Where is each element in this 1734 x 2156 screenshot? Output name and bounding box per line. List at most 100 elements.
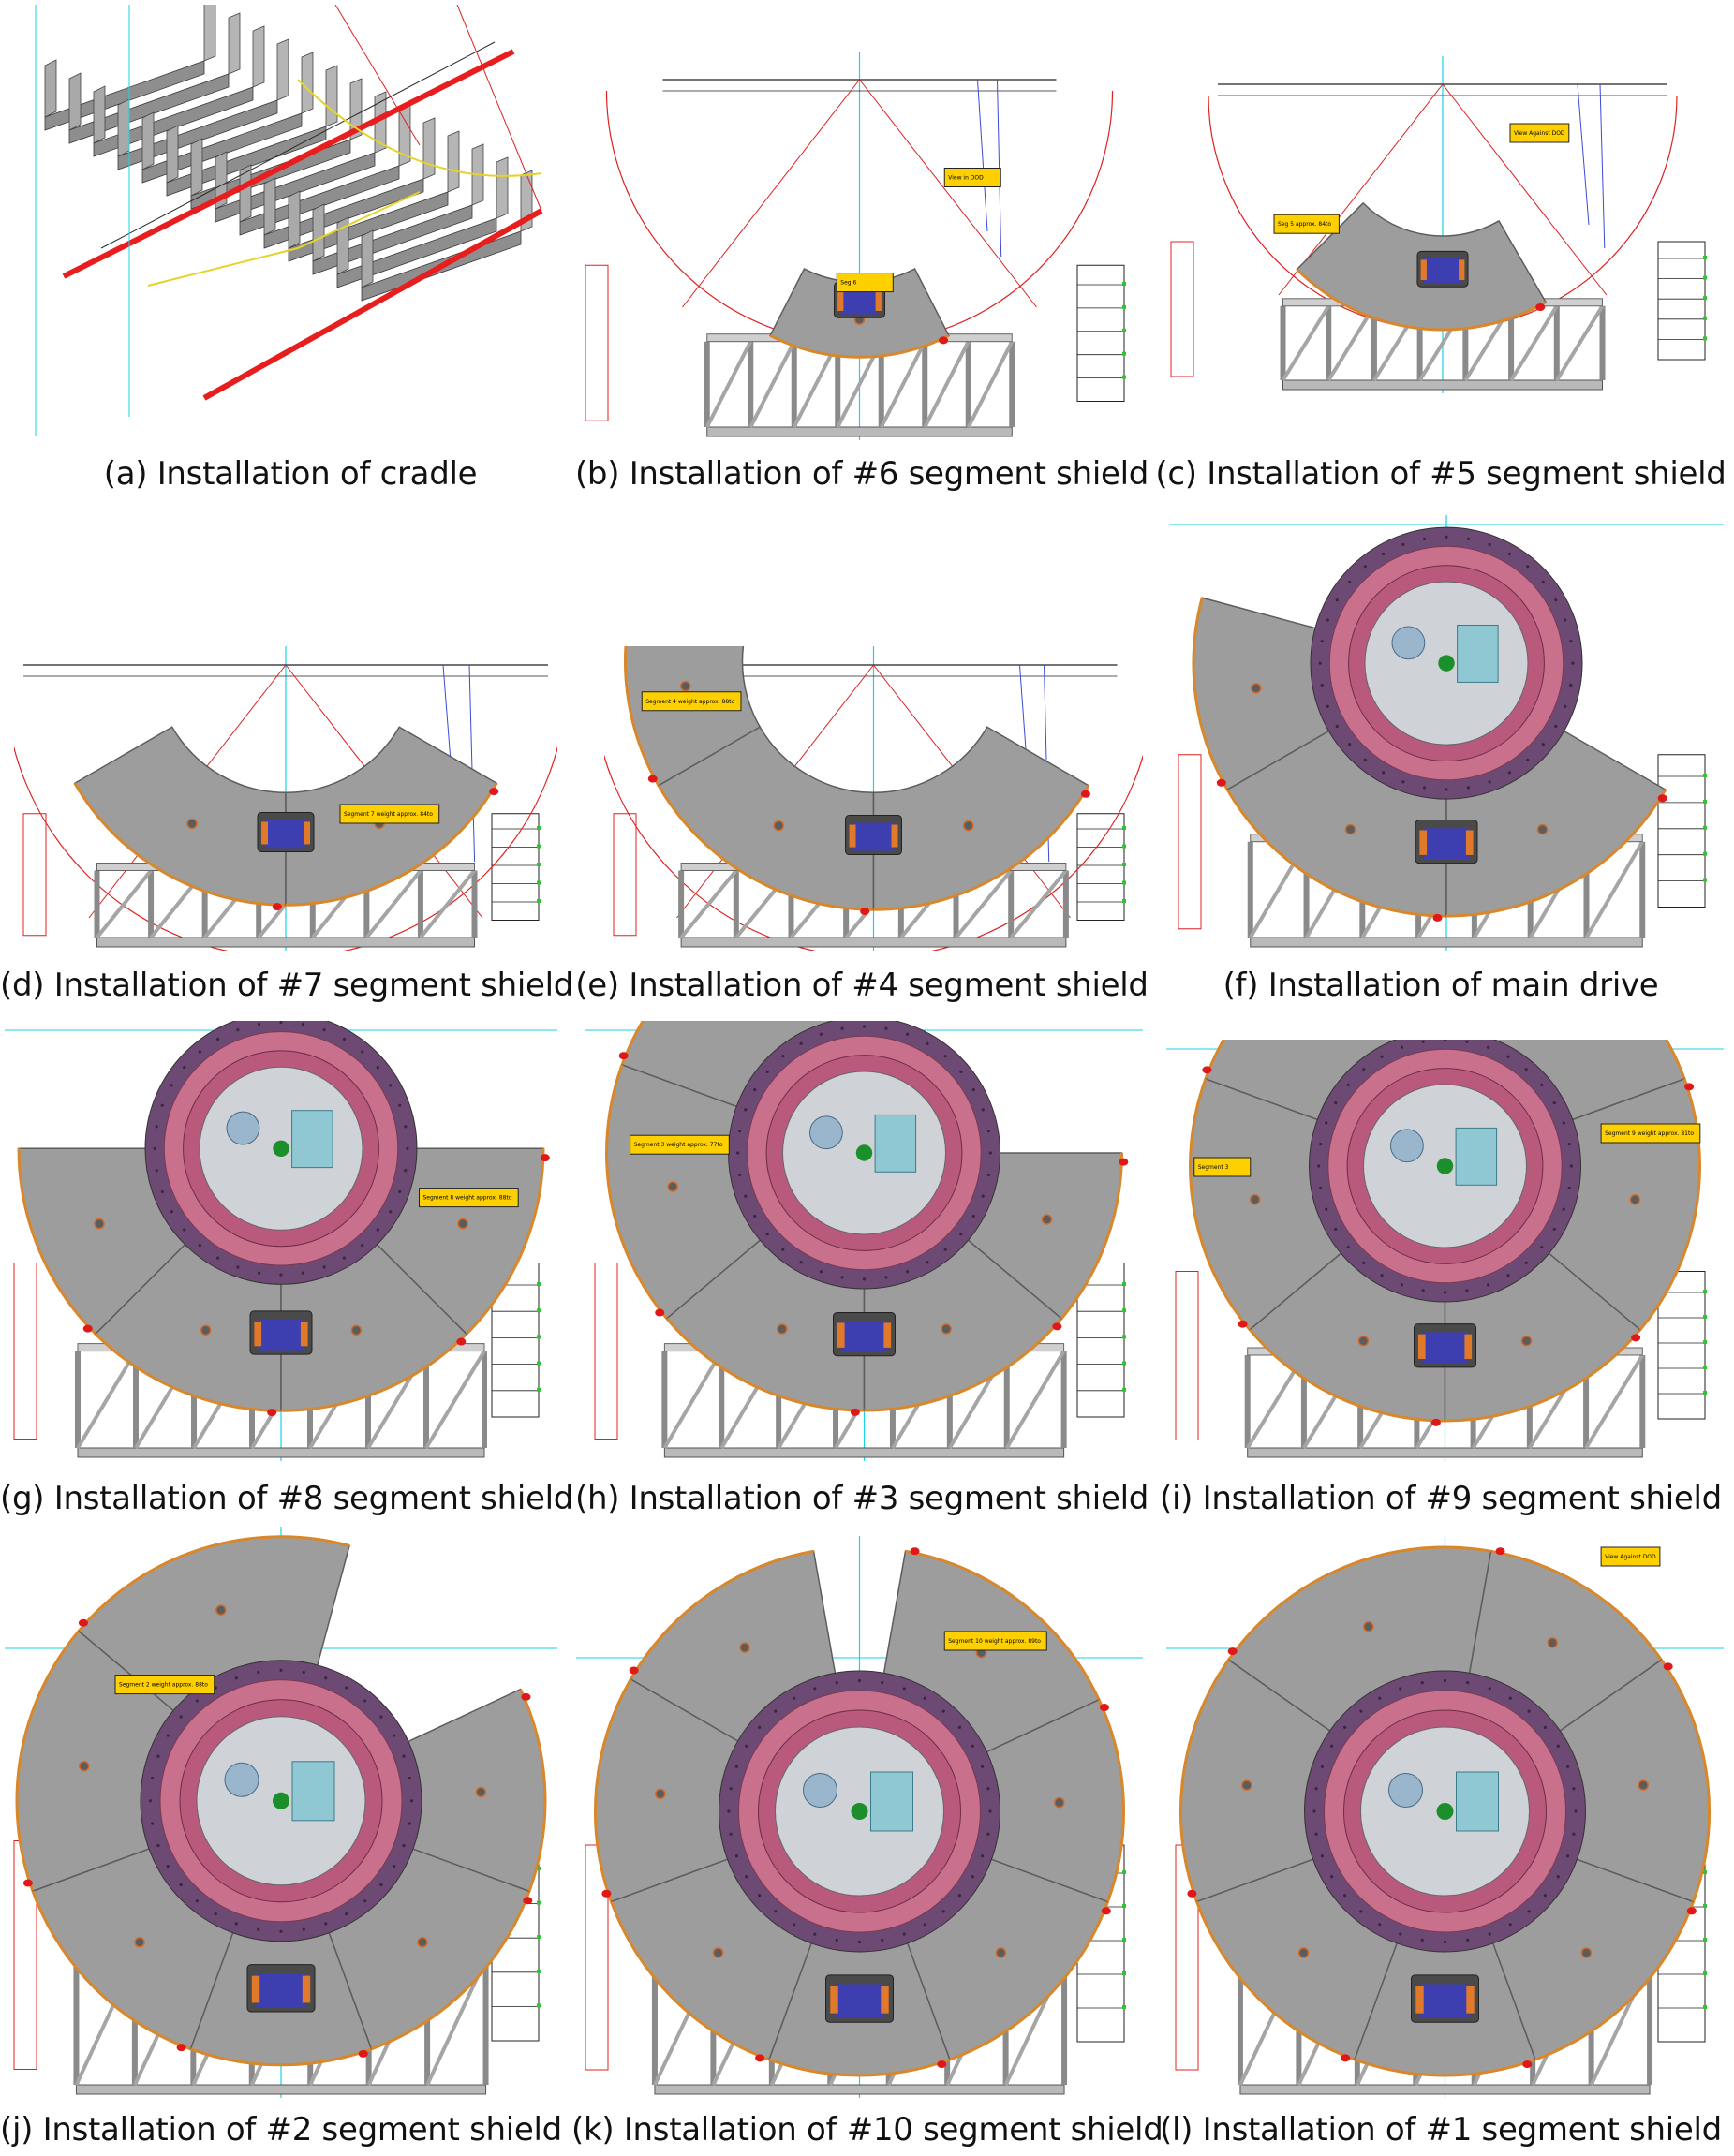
- segment-port: [777, 1323, 788, 1335]
- lifting-lug: [1430, 1418, 1441, 1426]
- drive-bolt: [151, 1822, 155, 1825]
- drive-bolt: [729, 1832, 733, 1836]
- segment-port: [350, 1324, 363, 1336]
- dimension-box-left: [1170, 241, 1194, 377]
- caption-d: (d) Installation of #7 segment shield: [0, 967, 574, 1004]
- cradle-rib: [325, 65, 338, 127]
- drive-bolt: [1541, 743, 1545, 746]
- dimension-marker: [1703, 1870, 1707, 1874]
- drive-bolt: [1362, 1068, 1366, 1071]
- main-drive: [144, 1021, 418, 1285]
- drive-bolt: [342, 1037, 347, 1041]
- drive-bolt: [301, 1271, 305, 1275]
- drive-bolt: [1325, 1121, 1328, 1125]
- drive-bolt: [1562, 1207, 1565, 1211]
- drive-bolt: [153, 1146, 156, 1150]
- drive-bolt: [376, 1228, 379, 1232]
- conveyor-gate-right: [875, 290, 882, 311]
- cradle-rib: [93, 85, 106, 144]
- drive-bolt: [744, 1194, 748, 1198]
- segment-port: [1629, 1194, 1641, 1205]
- drive-bolt: [1487, 1045, 1490, 1049]
- drive-bolt: [857, 1678, 862, 1683]
- drive-bolt: [1443, 1678, 1447, 1683]
- panel-f-main-drive: [1169, 515, 1724, 951]
- cradle-base-beam: [1247, 1447, 1643, 1458]
- dimension-marker: [1122, 2005, 1126, 2009]
- conveyor-gate-right: [1466, 1986, 1475, 2014]
- drive-bolt: [214, 1912, 217, 1916]
- drive-bolt: [971, 1087, 975, 1092]
- conveyor-chamber: [1422, 1332, 1468, 1364]
- dimension-box-left: [613, 813, 637, 937]
- drive-bolt: [361, 1244, 364, 1248]
- dimension-marker: [537, 1282, 541, 1286]
- segment-outer-edge: [94, 1333, 282, 1412]
- drive-bolt: [198, 1244, 201, 1248]
- drive-center-hub: [855, 1144, 873, 1161]
- conveyor-gate-right: [891, 824, 898, 848]
- segment-port: [1363, 1621, 1374, 1632]
- drive-bolt: [393, 1734, 396, 1737]
- segment-4-drawing: Segment 4 weight approx. 88to: [604, 646, 1143, 951]
- drive-bolt: [257, 1927, 260, 1931]
- drive-bolt: [884, 1026, 888, 1030]
- drive-bolt: [404, 1125, 408, 1129]
- drive-bolt: [1381, 552, 1386, 555]
- lifting-lug: [850, 1408, 860, 1416]
- drive-bolt: [279, 1021, 283, 1025]
- segment-port: [200, 1324, 212, 1336]
- drive-bolt: [813, 1932, 817, 1936]
- drive-bolt: [342, 1256, 347, 1260]
- segment-shield: [605, 1021, 1129, 1416]
- lifting-lug: [267, 1409, 277, 1417]
- drive-bolt: [1543, 1894, 1547, 1898]
- drive-bolt: [155, 1125, 158, 1129]
- dimension-marker: [537, 899, 541, 903]
- drive-bolt: [835, 1938, 838, 1942]
- cradle-brace: [1326, 304, 1376, 382]
- cradle-base-beam: [1282, 379, 1603, 391]
- drive-bolt: [881, 1938, 884, 1942]
- drive-bolt: [959, 1070, 963, 1073]
- drive-bolt: [781, 1055, 785, 1058]
- shield-segment: [73, 726, 287, 907]
- lifting-lug: [1099, 1704, 1109, 1712]
- drive-bolt: [170, 1210, 173, 1214]
- construction-lines: [1170, 56, 1707, 393]
- dimension-marker: [1122, 1335, 1126, 1339]
- drive-bolt: [363, 1899, 367, 1903]
- caption-k: (k) Installation of #10 segment shield: [571, 2111, 1163, 2149]
- drive-motor-block: [1457, 625, 1499, 683]
- lifting-lug: [456, 1337, 467, 1346]
- drive-bolt: [1524, 1068, 1528, 1071]
- drive-bolt: [1507, 771, 1512, 775]
- annotation-label-box: [1509, 123, 1570, 143]
- drive-bolt: [404, 1169, 408, 1173]
- drive-bolt: [1320, 1854, 1325, 1858]
- drive-bolt: [729, 1787, 733, 1791]
- drive-pump-disc: [224, 1762, 259, 1797]
- cradle-rail-red: [62, 49, 515, 279]
- drive-bolt: [941, 1910, 945, 1913]
- caption-a: (a) Installation of cradle: [103, 455, 478, 493]
- segment-outer-edge: [657, 784, 874, 911]
- dimension-marker: [537, 1969, 541, 1973]
- drive-bolt: [1571, 661, 1575, 665]
- annotation-label-text: View in DOD: [948, 175, 984, 182]
- drive-pump-disc: [1390, 1129, 1424, 1163]
- drive-bolt: [734, 1854, 739, 1858]
- dimension-marker: [1122, 1971, 1126, 1975]
- drive-bolt: [1554, 724, 1558, 729]
- drive-bolt: [923, 1923, 926, 1927]
- dimension-marker: [1703, 1391, 1707, 1395]
- conveyor-chamber: [841, 1321, 887, 1352]
- annotation-label-text: Segment 10 weight approx. 89to: [948, 1638, 1041, 1645]
- drive-bolt: [215, 1037, 220, 1041]
- segment-port: [1357, 1335, 1370, 1347]
- drive-bolt: [155, 1169, 158, 1173]
- drive-bolt: [1540, 1083, 1544, 1086]
- drive-bolt: [1362, 1261, 1366, 1264]
- drive-bolt: [195, 1899, 199, 1903]
